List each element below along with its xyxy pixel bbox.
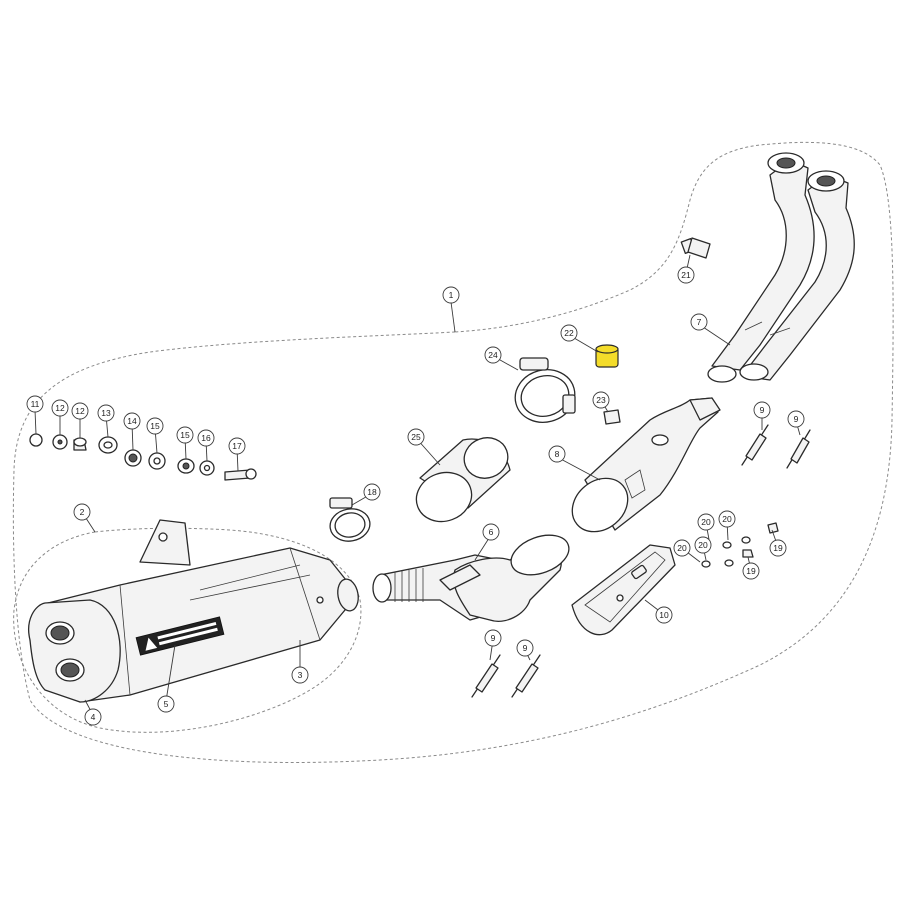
sensor-bung	[680, 237, 711, 259]
callout-18: 18	[363, 483, 381, 501]
heat-shield	[571, 544, 676, 636]
svg-text:20: 20	[701, 517, 711, 527]
svg-text:9: 9	[491, 633, 496, 643]
svg-text:20: 20	[677, 543, 687, 553]
svg-text:4: 4	[91, 712, 96, 722]
callout-12a: 12	[51, 399, 69, 417]
mid-pipe	[372, 534, 570, 622]
svg-text:9: 9	[794, 414, 799, 424]
springs	[471, 424, 811, 698]
callout-11: 11	[26, 395, 44, 413]
callout-21: 21	[677, 266, 695, 284]
svg-text:25: 25	[411, 432, 421, 442]
callout-12b: 16	[197, 429, 215, 447]
callout-15b: 15	[146, 417, 164, 435]
svg-text:7: 7	[697, 317, 702, 327]
callout-25: 25	[407, 428, 425, 446]
svg-text:20: 20	[722, 514, 732, 524]
callout-9c: 9	[484, 629, 502, 647]
callout-9b: 9	[787, 410, 805, 428]
callout-20a: 20	[697, 513, 715, 531]
svg-text:3: 3	[298, 670, 303, 680]
callout-22: 22	[560, 324, 578, 342]
link-pipe-catalyst	[571, 397, 721, 533]
svg-text:16: 16	[201, 433, 211, 443]
assembly-outline-1	[12, 141, 894, 763]
callouts: 1 2 3 4 5 6 7 8 9 9 9 9 10 11 12 12 13 1…	[26, 266, 805, 726]
callout-20c: 20	[694, 536, 712, 554]
svg-text:21: 21	[681, 270, 691, 280]
silencer	[28, 519, 359, 703]
svg-text:22: 22	[564, 328, 574, 338]
callout-13: 12	[71, 402, 89, 420]
svg-text:15: 15	[180, 430, 190, 440]
svg-text:2: 2	[80, 507, 85, 517]
bracket-small	[603, 409, 621, 425]
callout-16: 15	[176, 426, 194, 444]
svg-text:6: 6	[489, 527, 494, 537]
callout-9d: 9	[516, 639, 534, 657]
callout-19b: 19	[742, 562, 760, 580]
clamp-large	[514, 357, 576, 423]
spacer-highlighted	[595, 344, 619, 368]
svg-text:13: 13	[101, 408, 111, 418]
svg-text:17: 17	[232, 441, 242, 451]
svg-text:10: 10	[659, 610, 669, 620]
silencer-group-outline-2	[13, 527, 362, 733]
callout-20d: 20	[673, 539, 691, 557]
hardware-row	[29, 433, 257, 481]
callout-5: 5	[157, 695, 175, 713]
callout-3: 3	[291, 666, 309, 684]
svg-text:14: 14	[127, 416, 137, 426]
callout-9a: 9	[753, 401, 771, 419]
svg-text:15: 15	[150, 421, 160, 431]
svg-text:8: 8	[555, 449, 560, 459]
callout-2: 2	[73, 503, 91, 521]
callout-20b: 20	[718, 510, 736, 528]
header-pipes	[707, 152, 855, 383]
svg-text:19: 19	[773, 543, 783, 553]
svg-text:24: 24	[488, 350, 498, 360]
svg-text:19: 19	[746, 566, 756, 576]
callout-14: 13	[97, 404, 115, 422]
svg-text:18: 18	[367, 487, 377, 497]
callout-7: 7	[690, 313, 708, 331]
svg-text:12: 12	[55, 403, 65, 413]
callout-23: 23	[592, 391, 610, 409]
hardware-right	[701, 522, 779, 568]
callout-10: 10	[655, 606, 673, 624]
svg-text:5: 5	[164, 699, 169, 709]
callout-8: 8	[548, 445, 566, 463]
svg-text:9: 9	[760, 405, 765, 415]
svg-text:1: 1	[449, 290, 454, 300]
svg-text:12: 12	[75, 406, 85, 416]
callout-17: 17	[228, 437, 246, 455]
svg-text:11: 11	[31, 399, 40, 409]
svg-text:20: 20	[698, 540, 708, 550]
callout-4: 4	[84, 708, 102, 726]
callout-1: 1	[442, 286, 460, 304]
silencer-sleeve	[415, 437, 511, 523]
brand-badge	[135, 616, 225, 656]
callout-19a: 19	[769, 539, 787, 557]
callout-6: 6	[482, 523, 500, 541]
svg-text:9: 9	[523, 643, 528, 653]
callout-15a: 14	[123, 412, 141, 430]
clamp-small	[329, 497, 371, 542]
callout-24: 24	[484, 346, 502, 364]
svg-text:23: 23	[596, 395, 606, 405]
